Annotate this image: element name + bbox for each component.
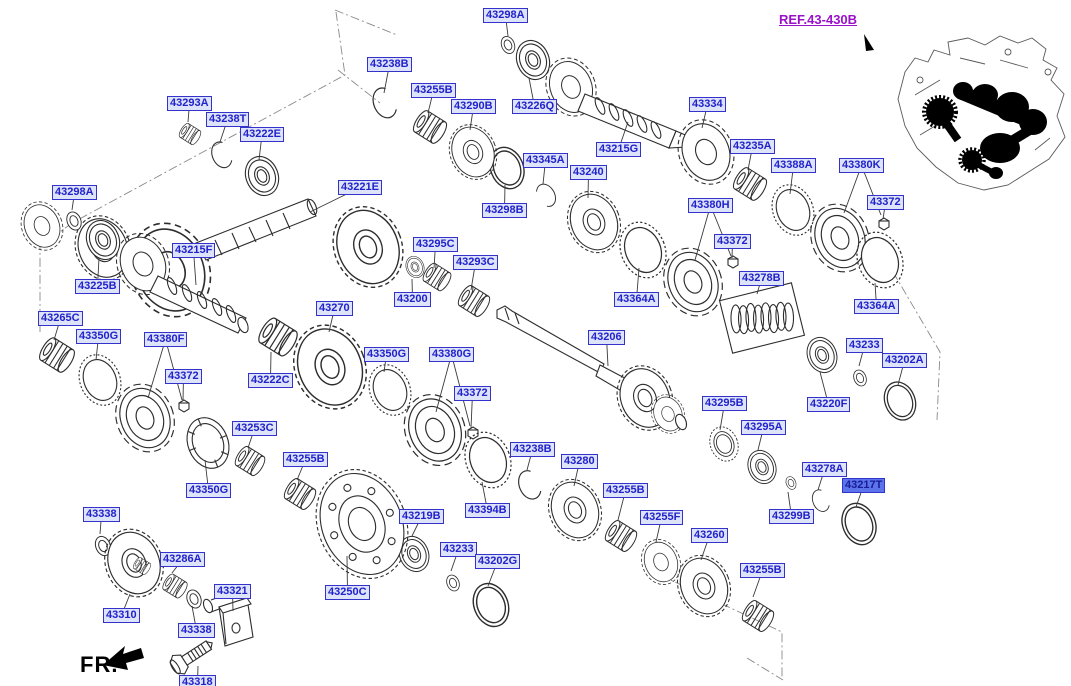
part-label-43338[interactable]: 43338: [178, 623, 215, 638]
part-label-43206[interactable]: 43206: [588, 330, 625, 345]
part-label-43286A[interactable]: 43286A: [160, 552, 205, 567]
part-label-43215G[interactable]: 43215G: [596, 142, 642, 157]
part-label-43372[interactable]: 43372: [165, 369, 202, 384]
spring-pack: [718, 282, 806, 354]
part-label-43222E[interactable]: 43222E: [240, 127, 284, 142]
part-label-43310[interactable]: 43310: [103, 608, 140, 623]
part-label-43295B[interactable]: 43295B: [702, 396, 747, 411]
ref-link[interactable]: REF.43-430B: [779, 12, 858, 27]
part-label-43321[interactable]: 43321: [214, 584, 251, 599]
part-label-43338[interactable]: 43338: [83, 507, 120, 522]
part-label-43298A[interactable]: 43298A: [483, 8, 528, 23]
leader-line: [147, 339, 166, 399]
part-label-43380H[interactable]: 43380H: [688, 198, 733, 213]
part-label-43290B[interactable]: 43290B: [451, 99, 496, 114]
part-label-43298A[interactable]: 43298A: [52, 185, 97, 200]
part-label-43222C[interactable]: 43222C: [248, 373, 293, 388]
part-label-43238T[interactable]: 43238T: [206, 112, 250, 127]
leader-line: [435, 354, 452, 413]
part-label-43295A[interactable]: 43295A: [741, 420, 786, 435]
part-label-43225B[interactable]: 43225B: [75, 279, 120, 294]
part-label-43299B[interactable]: 43299B: [769, 509, 814, 524]
part-label-43280[interactable]: 43280: [561, 454, 598, 469]
part-label-43250C[interactable]: 43250C: [325, 585, 370, 600]
part-label-43372[interactable]: 43372: [867, 195, 904, 210]
part-label-43238B[interactable]: 43238B: [367, 57, 412, 72]
part-label-43240[interactable]: 43240: [570, 165, 607, 180]
part-label-43298B[interactable]: 43298B: [482, 203, 527, 218]
part-label-43350G[interactable]: 43350G: [186, 483, 232, 498]
part-label-43345A[interactable]: 43345A: [523, 153, 568, 168]
part-label-43220F[interactable]: 43220F: [807, 397, 851, 412]
part-label-43380G[interactable]: 43380G: [429, 347, 475, 362]
part-label-43226Q[interactable]: 43226Q: [512, 99, 558, 114]
part-label-43278A[interactable]: 43278A: [802, 462, 847, 477]
part-label-43293C[interactable]: 43293C: [453, 255, 498, 270]
leader-line: [843, 165, 862, 214]
part-label-43364A[interactable]: 43364A: [614, 292, 659, 307]
part-label-43253C[interactable]: 43253C: [232, 421, 277, 436]
part-label-43238B[interactable]: 43238B: [510, 442, 555, 457]
part-label-43215F[interactable]: 43215F: [172, 243, 216, 258]
part-label-43255B[interactable]: 43255B: [740, 563, 785, 578]
part-label-43202G[interactable]: 43202G: [475, 554, 521, 569]
part-label-43233[interactable]: 43233: [846, 338, 883, 353]
part-label-43255B[interactable]: 43255B: [283, 452, 328, 467]
part-label-43235A[interactable]: 43235A: [730, 139, 775, 154]
part-label-43270[interactable]: 43270: [316, 301, 353, 316]
part-label-43255B[interactable]: 43255B: [603, 483, 648, 498]
part-label-43293A[interactable]: 43293A: [167, 96, 212, 111]
part-label-43364A[interactable]: 43364A: [854, 299, 899, 314]
part-label-43318[interactable]: 43318: [179, 675, 216, 686]
part-label-43278B[interactable]: 43278B: [739, 271, 784, 286]
part-label-43380K[interactable]: 43380K: [839, 158, 884, 173]
leader-lines: [53, 15, 905, 683]
part-label-43217T[interactable]: 43217T: [842, 478, 886, 493]
part-label-43233[interactable]: 43233: [440, 542, 477, 557]
part-label-43334[interactable]: 43334: [689, 97, 726, 112]
part-label-43260[interactable]: 43260: [691, 528, 728, 543]
part-label-43350G[interactable]: 43350G: [364, 347, 410, 362]
part-label-43372[interactable]: 43372: [714, 234, 751, 249]
part-label-43255F[interactable]: 43255F: [640, 510, 684, 525]
bolt: [169, 640, 213, 675]
part-label-43394B[interactable]: 43394B: [465, 503, 510, 518]
block-part: [202, 595, 254, 647]
leader-line: [694, 205, 711, 261]
part-label-43350G[interactable]: 43350G: [76, 329, 122, 344]
part-label-43372[interactable]: 43372: [454, 386, 491, 401]
part-label-43255B[interactable]: 43255B: [411, 83, 456, 98]
part-label-43219B[interactable]: 43219B: [399, 509, 444, 524]
part-label-43221E[interactable]: 43221E: [338, 180, 382, 195]
transaxle-case-inset: [864, 34, 1066, 191]
part-label-43388A[interactable]: 43388A: [771, 158, 816, 173]
part-label-43295C[interactable]: 43295C: [413, 237, 458, 252]
part-label-43380F[interactable]: 43380F: [144, 332, 188, 347]
fr-direction-arrow: [103, 646, 144, 670]
part-label-43265C[interactable]: 43265C: [38, 311, 83, 326]
part-label-43202A[interactable]: 43202A: [882, 353, 927, 368]
fr-label: FR.: [80, 652, 119, 677]
part-label-43200[interactable]: 43200: [394, 292, 431, 307]
